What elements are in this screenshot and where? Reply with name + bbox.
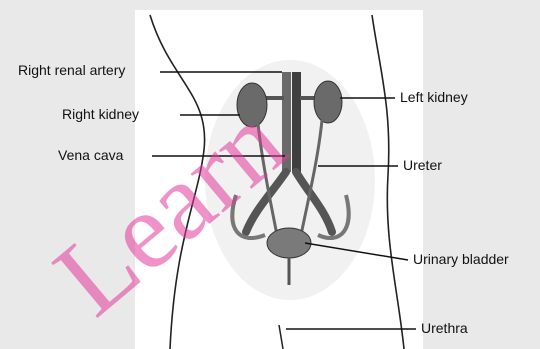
label-urinary-bladder: Urinary bladder — [413, 251, 509, 267]
urinary-bladder-organ — [267, 228, 311, 258]
label-left-kidney: Left kidney — [400, 89, 468, 105]
label-urethra: Urethra — [421, 320, 468, 336]
aorta-vessel — [292, 72, 301, 172]
label-right-kidney: Right kidney — [62, 106, 139, 122]
label-vena-cava: Vena cava — [58, 147, 123, 163]
left-kidney-organ — [314, 81, 342, 123]
label-ureter: Ureter — [403, 157, 442, 173]
label-right-renal-artery: Right renal artery — [18, 62, 125, 78]
